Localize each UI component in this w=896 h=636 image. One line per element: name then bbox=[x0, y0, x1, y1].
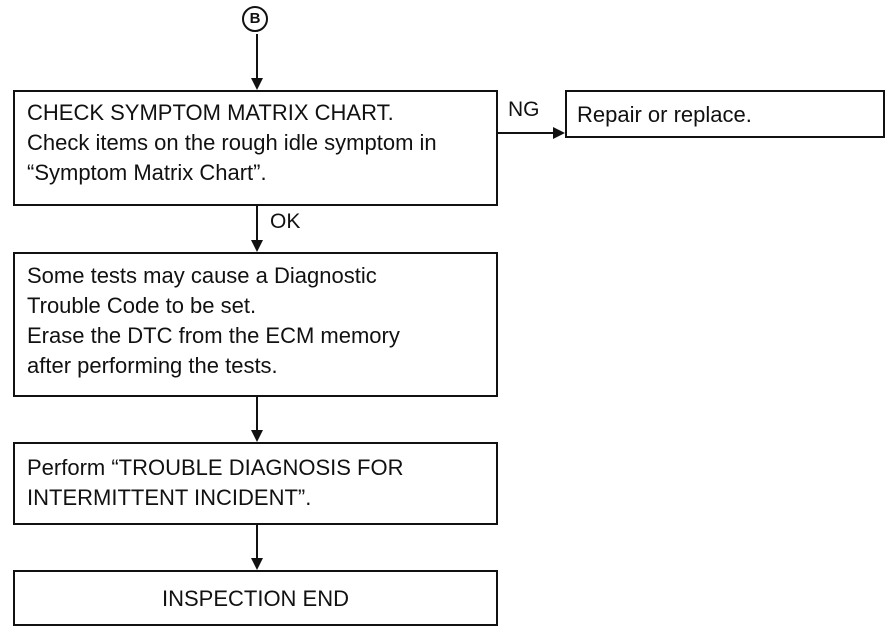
step2-line-4: after performing the tests. bbox=[27, 353, 278, 378]
step1-line-1: CHECK SYMPTOM MATRIX CHART. bbox=[27, 100, 394, 125]
step3-line-1: Perform “TROUBLE DIAGNOSIS FOR bbox=[27, 455, 404, 480]
step1-line-3: “Symptom Matrix Chart”. bbox=[27, 160, 267, 185]
step1-line-2: Check items on the rough idle symptom in bbox=[27, 130, 437, 155]
connector-circle-b: B bbox=[242, 6, 268, 32]
step3-line-2: INTERMITTENT INCIDENT”. bbox=[27, 485, 312, 510]
step2-line-3: Erase the DTC from the ECM memory bbox=[27, 323, 400, 348]
ok-label: OK bbox=[270, 210, 301, 233]
step2-line-1: Some tests may cause a Diagnostic bbox=[27, 263, 377, 288]
repair-or-replace-box: Repair or replace. bbox=[565, 90, 885, 138]
step2-line-2: Trouble Code to be set. bbox=[27, 293, 257, 318]
inspection-end-label: INSPECTION END bbox=[161, 586, 350, 611]
step-dtc-note: Some tests may cause a Diagnostic Troubl… bbox=[13, 252, 498, 397]
connector-label: B bbox=[249, 10, 261, 27]
repair-text: Repair or replace. bbox=[577, 102, 752, 127]
step-intermittent-incident: Perform “TROUBLE DIAGNOSIS FOR INTERMITT… bbox=[13, 442, 498, 525]
inspection-end-box: INSPECTION END bbox=[13, 570, 498, 626]
ng-label: NG bbox=[508, 98, 540, 121]
step-check-symptom-matrix: CHECK SYMPTOM MATRIX CHART. Check items … bbox=[13, 90, 498, 206]
